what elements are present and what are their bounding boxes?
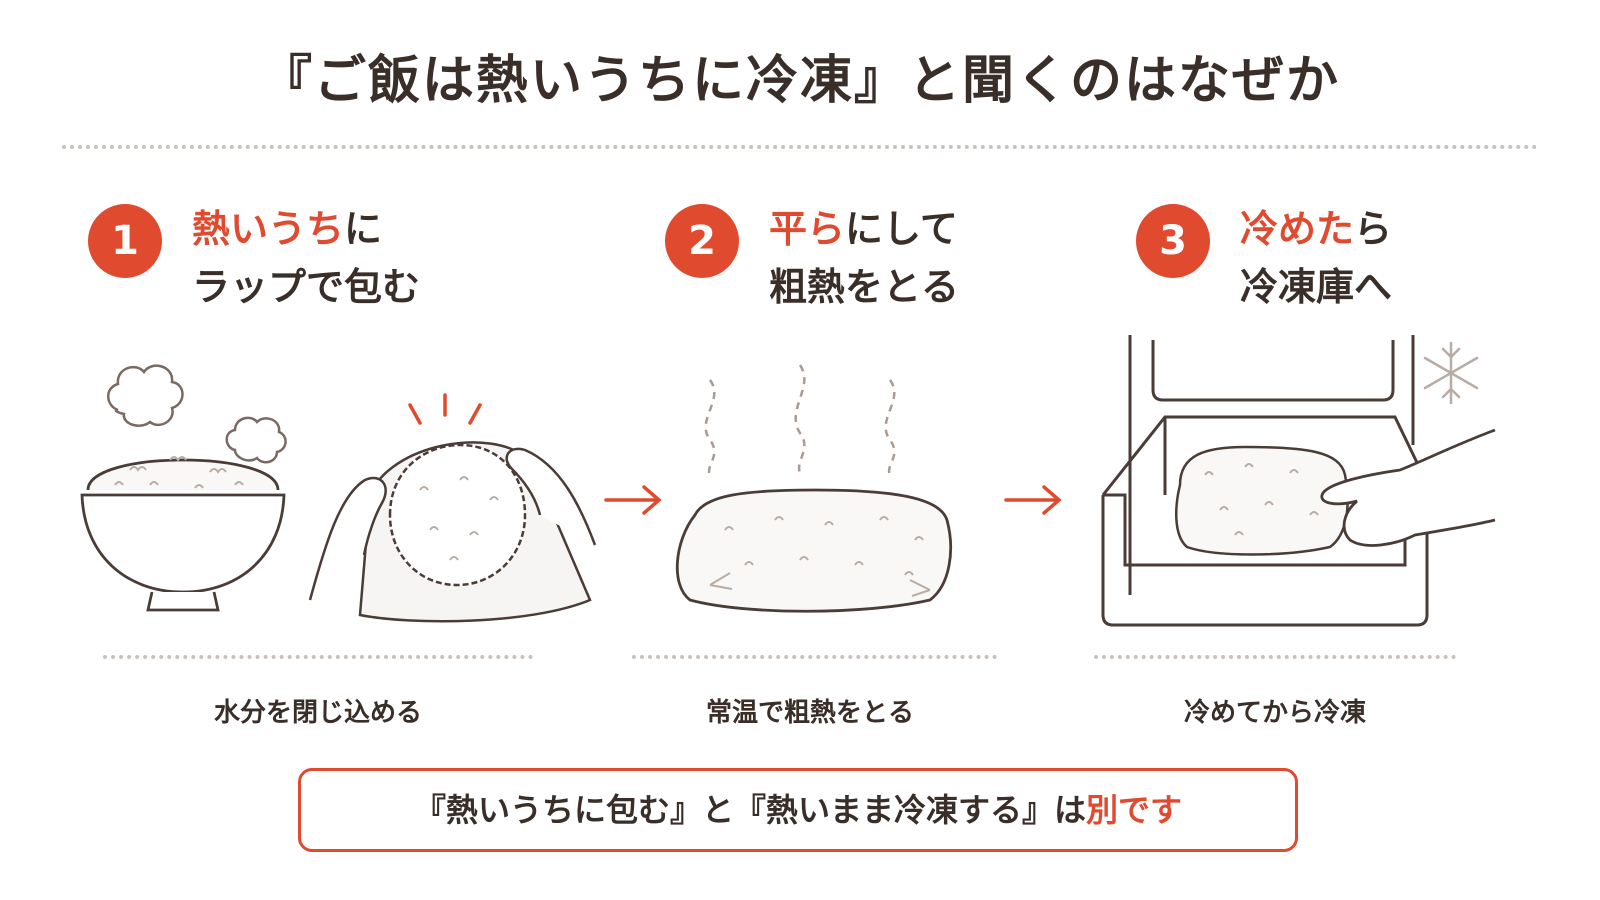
step-heading-rest: にして [845, 207, 958, 251]
page-title: 『ご飯は熱いうちに冷凍』と聞くのはなぜか [259, 51, 1340, 111]
wrapped-rice-icon [308, 393, 597, 623]
note-highlight: 別です [1086, 791, 1183, 829]
step-heading-rest: に [344, 207, 383, 251]
step-heading-highlight: 冷めた [1240, 207, 1355, 251]
steam-icon [107, 364, 287, 464]
freezer-drawer-icon [1101, 335, 1496, 627]
flat-rice-pack-icon [675, 364, 953, 613]
step-2: 2 平らにして 粗熱をとる [665, 200, 1125, 310]
step-number-badge: 1 [88, 204, 162, 278]
arrow-right-icon [1004, 485, 1062, 515]
step-caption: 常温で粗熱をとる [705, 698, 914, 728]
snowflake-icon [1423, 341, 1479, 405]
step-heading-line2: 粗熱をとる [769, 265, 960, 309]
note-box: 『熱いうちに包む』と『熱いまま冷凍する』は別です [298, 768, 1298, 852]
step-3: 3 冷めたら 冷凍庫へ [1136, 200, 1596, 310]
step-heading-line2: ラップで包む [192, 265, 421, 309]
rice-bowl-icon [80, 364, 287, 612]
step-heading-line2: 冷凍庫へ [1240, 265, 1393, 309]
step-heading-highlight: 熱いうち [192, 207, 345, 251]
step-divider [1094, 655, 1456, 659]
step-heading-rest: ら [1354, 207, 1393, 251]
step-1: 1 熱いうちに ラップで包む [88, 200, 548, 310]
title-divider [62, 145, 1538, 149]
arrow-right-icon [604, 485, 662, 515]
step-divider [632, 655, 997, 659]
note-text: 『熱いうちに包む』と『熱いまま冷凍する』は [413, 791, 1086, 829]
step-number-badge: 2 [665, 204, 739, 278]
step-heading-highlight: 平ら [769, 207, 846, 251]
step-number-badge: 3 [1136, 204, 1210, 278]
step-caption: 冷めてから冷凍 [1183, 698, 1366, 728]
hand-icon [1320, 428, 1496, 547]
step-heading: 熱いうちに ラップで包む [192, 200, 420, 316]
step-heading: 冷めたら 冷凍庫へ [1240, 200, 1392, 316]
steam-icon [704, 364, 896, 476]
step-heading: 平らにして 粗熱をとる [769, 200, 959, 316]
hand-icon [308, 447, 597, 601]
step-caption: 水分を閉じ込める [213, 698, 422, 728]
step-divider [103, 655, 533, 659]
